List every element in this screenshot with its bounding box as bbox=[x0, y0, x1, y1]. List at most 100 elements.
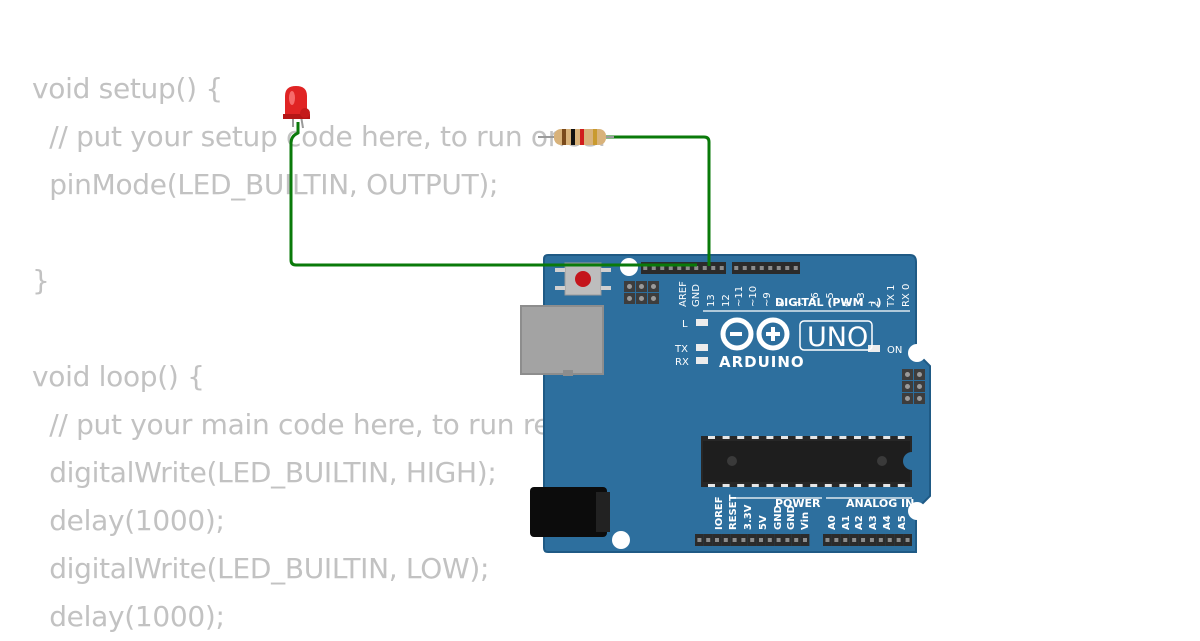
analog-pin-label: A0 bbox=[827, 515, 838, 530]
code-line[interactable]: void setup() { bbox=[32, 72, 223, 105]
code-line[interactable]: } bbox=[32, 264, 50, 297]
chip-pin bbox=[708, 436, 715, 439]
led-rx-indicator bbox=[696, 357, 708, 364]
header-pin-hole bbox=[759, 266, 764, 270]
resistor-band bbox=[580, 129, 584, 145]
header-pin-hole bbox=[759, 538, 763, 542]
code-line[interactable]: delay(1000); bbox=[32, 600, 225, 633]
power-pin-label: RESET bbox=[728, 494, 739, 530]
icsp-pin-hole bbox=[639, 296, 644, 301]
icsp-pin-hole bbox=[639, 284, 644, 289]
led-on-label: ON bbox=[887, 345, 902, 356]
resistor[interactable] bbox=[538, 129, 614, 145]
header-pin-hole bbox=[685, 266, 690, 270]
led-l-indicator bbox=[696, 319, 708, 326]
chip-pin bbox=[766, 484, 774, 487]
code-editor[interactable]: void setup() { // put your setup code he… bbox=[32, 65, 732, 641]
chip-dot bbox=[877, 456, 887, 466]
digital-pin-header[interactable] bbox=[641, 262, 800, 274]
chip-pin bbox=[751, 436, 759, 439]
icsp-pin-hole bbox=[917, 384, 922, 389]
reset-button-leg bbox=[601, 268, 611, 272]
code-line[interactable]: delay(1000); bbox=[32, 504, 225, 537]
analog-pin-label: A3 bbox=[868, 515, 879, 530]
header-pin-hole bbox=[750, 538, 755, 542]
header-pin-hole bbox=[741, 538, 746, 542]
digital-pin-label: 13 bbox=[706, 294, 717, 307]
resistor-band bbox=[593, 129, 597, 145]
chip-pin bbox=[781, 484, 788, 487]
chip-pin bbox=[795, 484, 803, 487]
chip-pins bbox=[708, 436, 905, 487]
power-pin-label: 3.3V bbox=[743, 504, 754, 530]
chip-pin bbox=[708, 484, 715, 487]
chip-pin bbox=[781, 436, 788, 439]
chip-pin bbox=[883, 484, 891, 487]
icsp-pin-hole bbox=[917, 372, 922, 377]
icsp-pin-hole bbox=[917, 396, 922, 401]
code-line[interactable]: // put your setup code here, to run once… bbox=[32, 120, 607, 153]
header-pin-hole bbox=[785, 538, 790, 542]
header-pin-hole bbox=[734, 266, 739, 270]
atmega-chip-face bbox=[703, 441, 910, 482]
header-pin-hole bbox=[843, 538, 848, 542]
wire-resistor-to-pin13[interactable] bbox=[606, 135, 711, 266]
header-pin-hole bbox=[643, 266, 648, 270]
header-pin-hole bbox=[776, 266, 781, 270]
power-pin-label: Vin bbox=[800, 512, 811, 530]
digital-pin-label: RX 0 bbox=[901, 284, 912, 307]
analog-pin-header[interactable] bbox=[823, 534, 912, 546]
code-line[interactable]: digitalWrite(LED_BUILTIN, HIGH); bbox=[32, 456, 497, 489]
header-pin-hole bbox=[767, 538, 772, 542]
chip-pin bbox=[737, 436, 745, 439]
code-line[interactable]: void loop() { bbox=[32, 360, 205, 393]
digital-pin-label: ~9 bbox=[762, 292, 773, 307]
chip-pin bbox=[897, 484, 905, 487]
analog-pin-label: A4 bbox=[882, 515, 893, 530]
header-pin-hole bbox=[852, 538, 857, 542]
power-pin-header[interactable] bbox=[695, 534, 810, 546]
digital-pin-label: 12 bbox=[721, 294, 732, 307]
digital-pin-label: ~11 bbox=[734, 286, 745, 307]
code-line[interactable]: pinMode(LED_BUILTIN, OUTPUT); bbox=[32, 168, 499, 201]
icsp-pin-hole bbox=[905, 372, 910, 377]
board-brand: ARDUINO bbox=[719, 353, 805, 371]
board-model: UNO bbox=[807, 322, 868, 353]
chip-pin bbox=[897, 436, 905, 439]
resistor-band bbox=[571, 129, 575, 145]
chip-pin bbox=[883, 436, 891, 439]
header-pin-hole bbox=[723, 538, 728, 542]
analog-pin-label: A1 bbox=[841, 515, 852, 530]
chip-pin bbox=[868, 436, 876, 439]
board-model-box bbox=[799, 320, 873, 351]
digital-pin-label: ~3 bbox=[856, 292, 867, 307]
led-component[interactable] bbox=[283, 86, 310, 129]
usb-connector bbox=[520, 305, 604, 375]
chip-pin bbox=[722, 436, 730, 439]
header-pin-hole bbox=[677, 266, 682, 270]
chip-pin bbox=[810, 436, 818, 439]
header-pin-hole bbox=[776, 538, 781, 542]
header-pin-hole bbox=[896, 538, 901, 542]
code-line[interactable]: digitalWrite(LED_BUILTIN, LOW); bbox=[32, 552, 490, 585]
chip-pin bbox=[751, 484, 759, 487]
header-pin-hole bbox=[785, 266, 790, 270]
arduino-infinity-logo-icon bbox=[720, 317, 790, 351]
led-tx-indicator bbox=[696, 344, 708, 351]
header-pin-hole bbox=[711, 266, 716, 270]
mounting-hole bbox=[620, 258, 638, 276]
icsp-header bbox=[624, 281, 659, 304]
header-pin-hole bbox=[697, 538, 702, 542]
digital-pin-label: 2 bbox=[870, 301, 881, 307]
power-pin-label: 5V bbox=[758, 515, 769, 530]
reset-button-leg bbox=[555, 286, 565, 290]
wire-led-to-gnd[interactable] bbox=[289, 122, 697, 267]
chip-pin bbox=[795, 436, 803, 439]
reset-button-cap[interactable] bbox=[575, 271, 591, 287]
header-pin-hole bbox=[702, 266, 707, 270]
